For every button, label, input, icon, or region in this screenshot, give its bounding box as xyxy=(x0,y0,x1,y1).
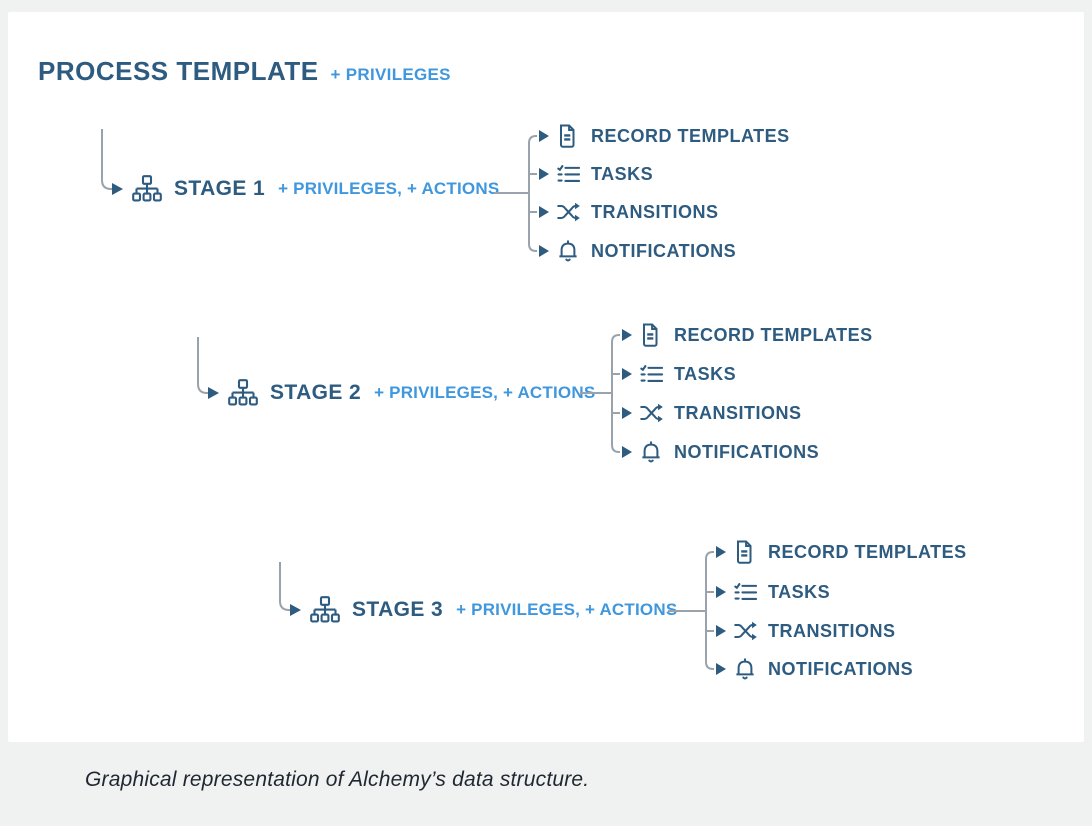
stage-2-branch-connector xyxy=(580,334,620,453)
stage-3-branch-connector xyxy=(668,551,714,670)
stage-2-elbow-connector xyxy=(197,337,219,399)
shuffle-icon xyxy=(640,401,663,425)
stage-1-privileges-actions-tag: + PRIVILEGES, + ACTIONS xyxy=(278,179,500,198)
stage-3-elbow-connector xyxy=(279,562,301,616)
record-template-icon xyxy=(557,124,580,148)
branch-arrow-icon xyxy=(539,206,549,218)
branch-arrow-icon xyxy=(622,446,632,458)
process-template-privileges-tag: + PRIVILEGES xyxy=(330,65,451,84)
branch-arrow-icon xyxy=(716,586,726,598)
branch-arrow-icon xyxy=(716,663,726,675)
stage-3-label: STAGE 3 xyxy=(352,598,444,621)
stage-1-item-tasks: TASKS xyxy=(539,161,653,187)
record-template-icon xyxy=(640,323,663,347)
task-list-icon xyxy=(640,362,663,386)
stage-2-item-tasks: TASKS xyxy=(622,361,736,387)
stage-3-item-transitions: TRANSITIONS xyxy=(716,618,896,644)
figure-caption: Graphical representation of Alchemy’s da… xyxy=(85,768,590,791)
sitemap-icon xyxy=(132,175,162,203)
stage-3-privileges-actions-tag: + PRIVILEGES, + ACTIONS xyxy=(456,600,678,619)
branch-arrow-icon xyxy=(716,625,726,637)
sitemap-icon xyxy=(310,596,340,624)
branch-arrow-icon xyxy=(539,245,549,257)
branch-arrow-icon xyxy=(622,329,632,341)
bell-icon xyxy=(734,657,757,681)
stage-1-elbow-connector xyxy=(101,129,123,195)
stage-2-item-transitions: TRANSITIONS xyxy=(622,400,802,426)
task-list-icon xyxy=(557,162,580,186)
stage-3-item-notifications: NOTIFICATIONS xyxy=(716,656,913,682)
stage-1-item-notifications: NOTIFICATIONS xyxy=(539,238,736,264)
stage-2-node: STAGE 2 + PRIVILEGES, + ACTIONS xyxy=(228,376,595,410)
branch-arrow-icon xyxy=(622,407,632,419)
stage-2-item-notifications: NOTIFICATIONS xyxy=(622,439,819,465)
stage-1-branch-connector xyxy=(494,135,537,252)
stage-2-privileges-actions-tag: + PRIVILEGES, + ACTIONS xyxy=(374,383,596,402)
bell-icon xyxy=(640,440,663,464)
process-template-title: PROCESS TEMPLATE xyxy=(38,56,319,86)
branch-arrow-icon xyxy=(539,130,549,142)
stage-1-item-record-templates: RECORD TEMPLATES xyxy=(539,123,790,149)
stage-1-label: STAGE 1 xyxy=(174,177,266,200)
stage-1-node: STAGE 1 + PRIVILEGES, + ACTIONS xyxy=(132,172,499,206)
stage-2-item-record-templates: RECORD TEMPLATES xyxy=(622,322,873,348)
shuffle-icon xyxy=(557,200,580,224)
branch-arrow-icon xyxy=(716,546,726,558)
sitemap-icon xyxy=(228,379,258,407)
stage-2-label: STAGE 2 xyxy=(270,381,362,404)
branch-arrow-icon xyxy=(622,368,632,380)
stage-3-node: STAGE 3 + PRIVILEGES, + ACTIONS xyxy=(310,593,677,627)
diagram-title: PROCESS TEMPLATE + PRIVILEGES xyxy=(38,56,451,87)
branch-arrow-icon xyxy=(539,168,549,180)
task-list-icon xyxy=(734,580,757,604)
record-template-icon xyxy=(734,540,757,564)
diagram-card: PROCESS TEMPLATE + PRIVILEGES STAGE 1 + … xyxy=(8,12,1084,742)
stage-1-item-transitions: TRANSITIONS xyxy=(539,199,719,225)
stage-3-item-tasks: TASKS xyxy=(716,579,830,605)
bell-icon xyxy=(557,239,580,263)
shuffle-icon xyxy=(734,619,757,643)
stage-3-item-record-templates: RECORD TEMPLATES xyxy=(716,539,967,565)
